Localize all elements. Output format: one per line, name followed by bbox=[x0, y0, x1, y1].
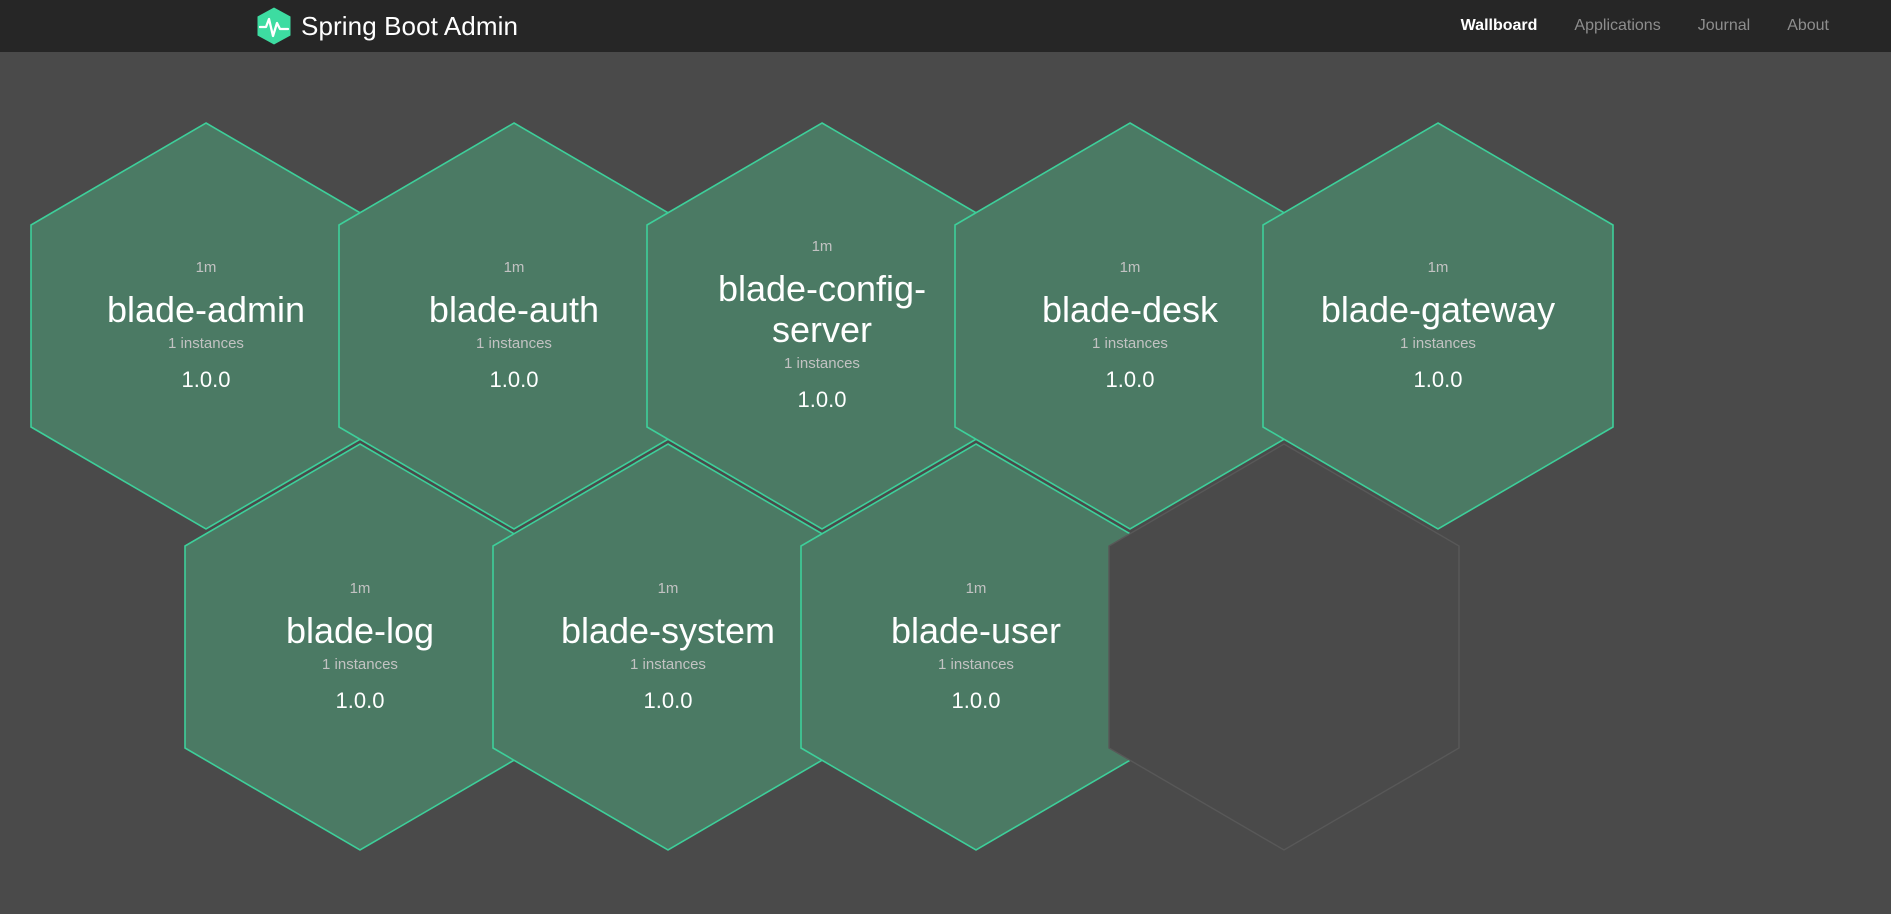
application-uptime: 1m bbox=[657, 579, 679, 597]
application-version: 1.0.0 bbox=[1413, 366, 1463, 392]
application-hexagon-content: 1m blade-auth 1 instances 1.0.0 bbox=[338, 122, 690, 530]
application-instance-count: 1 instances bbox=[1092, 334, 1168, 352]
application-hexagon[interactable]: 1m blade-user 1 instances 1.0.0 bbox=[800, 443, 1152, 851]
application-hexagon-content: 1m blade-admin 1 instances 1.0.0 bbox=[30, 122, 382, 530]
application-uptime: 1m bbox=[965, 579, 987, 597]
heartbeat-hexagon-icon bbox=[257, 7, 291, 45]
application-instance-count: 1 instances bbox=[630, 655, 706, 673]
application-hexagon-content: 1m blade-gateway 1 instances 1.0.0 bbox=[1262, 122, 1614, 530]
nav-item-about[interactable]: About bbox=[1787, 17, 1829, 34]
nav-item-applications[interactable]: Applications bbox=[1574, 17, 1661, 34]
application-instance-count: 1 instances bbox=[938, 655, 1014, 673]
application-instance-count: 1 instances bbox=[784, 355, 860, 373]
brand-title: Spring Boot Admin bbox=[301, 10, 519, 41]
application-version: 1.0.0 bbox=[643, 687, 693, 713]
application-uptime: 1m bbox=[1427, 258, 1449, 276]
application-hexagon-content: 1m blade-log 1 instances 1.0.0 bbox=[184, 443, 536, 851]
hexagon-grid: 1m blade-admin 1 instances 1.0.0 1m blade-aut… bbox=[0, 52, 1891, 914]
application-hexagon[interactable]: 1m blade-gateway 1 instances 1.0.0 bbox=[1262, 122, 1614, 530]
brand-link[interactable]: Spring Boot Admin bbox=[257, 7, 518, 45]
application-name: blade-log bbox=[285, 609, 435, 651]
application-name: blade-system bbox=[560, 609, 776, 651]
application-hexagon-content: 1m blade-desk 1 instances 1.0.0 bbox=[954, 122, 1306, 530]
application-hexagon[interactable]: 1m blade-config-server 1 instances 1.0.0 bbox=[646, 122, 998, 530]
wallboard-panel: 1m blade-admin 1 instances 1.0.0 1m blade-aut… bbox=[0, 52, 1891, 914]
application-instance-count: 1 instances bbox=[476, 334, 552, 352]
top-navbar: Spring Boot Admin Wallboard Applications… bbox=[0, 0, 1891, 52]
application-version: 1.0.0 bbox=[335, 687, 385, 713]
application-hexagon-content: 1m blade-config-server 1 instances 1.0.0 bbox=[646, 122, 998, 530]
application-hexagon[interactable]: 1m blade-auth 1 instances 1.0.0 bbox=[338, 122, 690, 530]
application-version: 1.0.0 bbox=[489, 366, 539, 392]
application-uptime: 1m bbox=[811, 238, 833, 256]
application-hexagon[interactable]: 1m blade-admin 1 instances 1.0.0 bbox=[30, 122, 382, 530]
application-hexagon[interactable]: 1m blade-system 1 instances 1.0.0 bbox=[492, 443, 844, 851]
application-version: 1.0.0 bbox=[951, 687, 1001, 713]
application-instance-count: 1 instances bbox=[322, 655, 398, 673]
application-uptime: 1m bbox=[503, 258, 525, 276]
application-instance-count: 1 instances bbox=[168, 334, 244, 352]
application-hexagon[interactable]: 1m blade-desk 1 instances 1.0.0 bbox=[954, 122, 1306, 530]
application-name: blade-auth bbox=[428, 288, 600, 330]
application-name: blade-gateway bbox=[1320, 288, 1556, 330]
empty-hexagon-slot bbox=[1108, 443, 1460, 851]
application-name: blade-admin bbox=[106, 288, 306, 330]
application-uptime: 1m bbox=[1119, 258, 1141, 276]
application-uptime: 1m bbox=[195, 258, 217, 276]
application-version: 1.0.0 bbox=[1105, 366, 1155, 392]
main-nav: Wallboard Applications Journal About bbox=[1461, 17, 1829, 35]
application-hexagon[interactable]: 1m blade-log 1 instances 1.0.0 bbox=[184, 443, 536, 851]
application-hexagon-content: 1m blade-system 1 instances 1.0.0 bbox=[492, 443, 844, 851]
application-instance-count: 1 instances bbox=[1400, 334, 1476, 352]
application-name: blade-config-server bbox=[717, 268, 927, 351]
nav-item-wallboard[interactable]: Wallboard bbox=[1460, 17, 1538, 34]
application-uptime: 1m bbox=[349, 579, 371, 597]
application-version: 1.0.0 bbox=[181, 366, 231, 392]
application-version: 1.0.0 bbox=[797, 387, 847, 413]
application-name: blade-desk bbox=[1041, 288, 1219, 330]
application-hexagon-content: 1m blade-user 1 instances 1.0.0 bbox=[800, 443, 1152, 851]
nav-item-journal[interactable]: Journal bbox=[1697, 17, 1751, 34]
application-name: blade-user bbox=[890, 609, 1062, 651]
